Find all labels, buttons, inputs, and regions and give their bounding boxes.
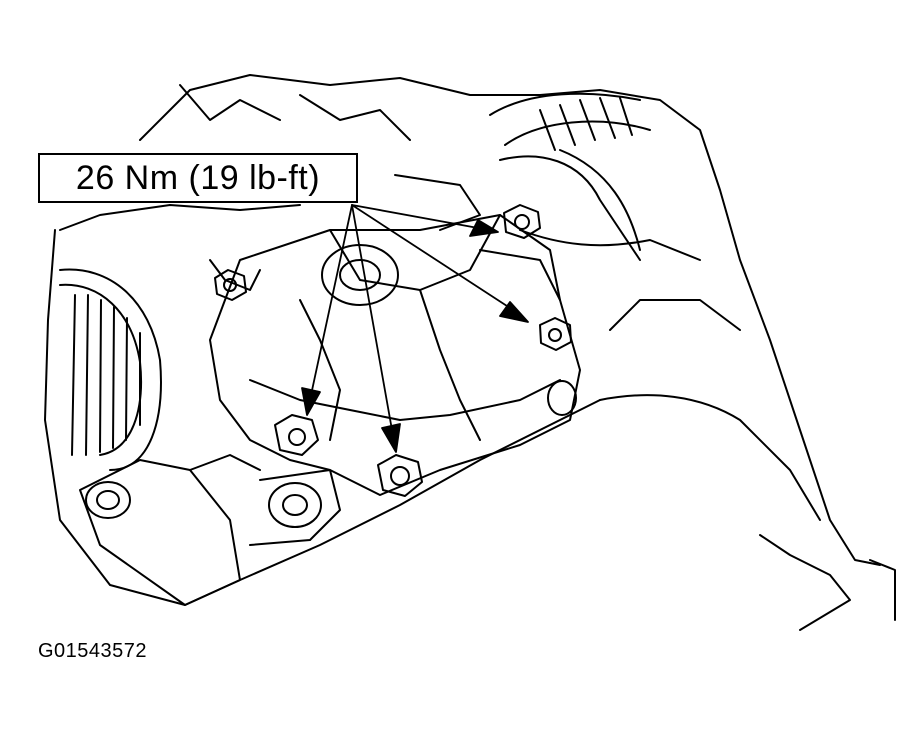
torque-arrow-icon: [351, 204, 401, 453]
torque-arrow-icon: [301, 204, 353, 416]
bolt-icon: [503, 204, 541, 239]
bolt-icon: [539, 317, 572, 351]
pulley: [59, 268, 162, 471]
bolt-icon: [377, 454, 423, 497]
torque-callout: 26 Nm (19 lb-ft): [38, 153, 358, 203]
hose: [489, 92, 701, 261]
torque-label: 26 Nm (19 lb-ft): [75, 158, 321, 197]
mounting-bracket: [79, 454, 261, 606]
torque-arrow-icon: [351, 204, 499, 237]
torque-arrow-icon: [351, 204, 529, 323]
pump-housing: [209, 174, 581, 546]
figure-id: G01543572: [38, 640, 148, 662]
bolt-icon: [274, 414, 319, 456]
bolt-icon: [214, 269, 247, 301]
